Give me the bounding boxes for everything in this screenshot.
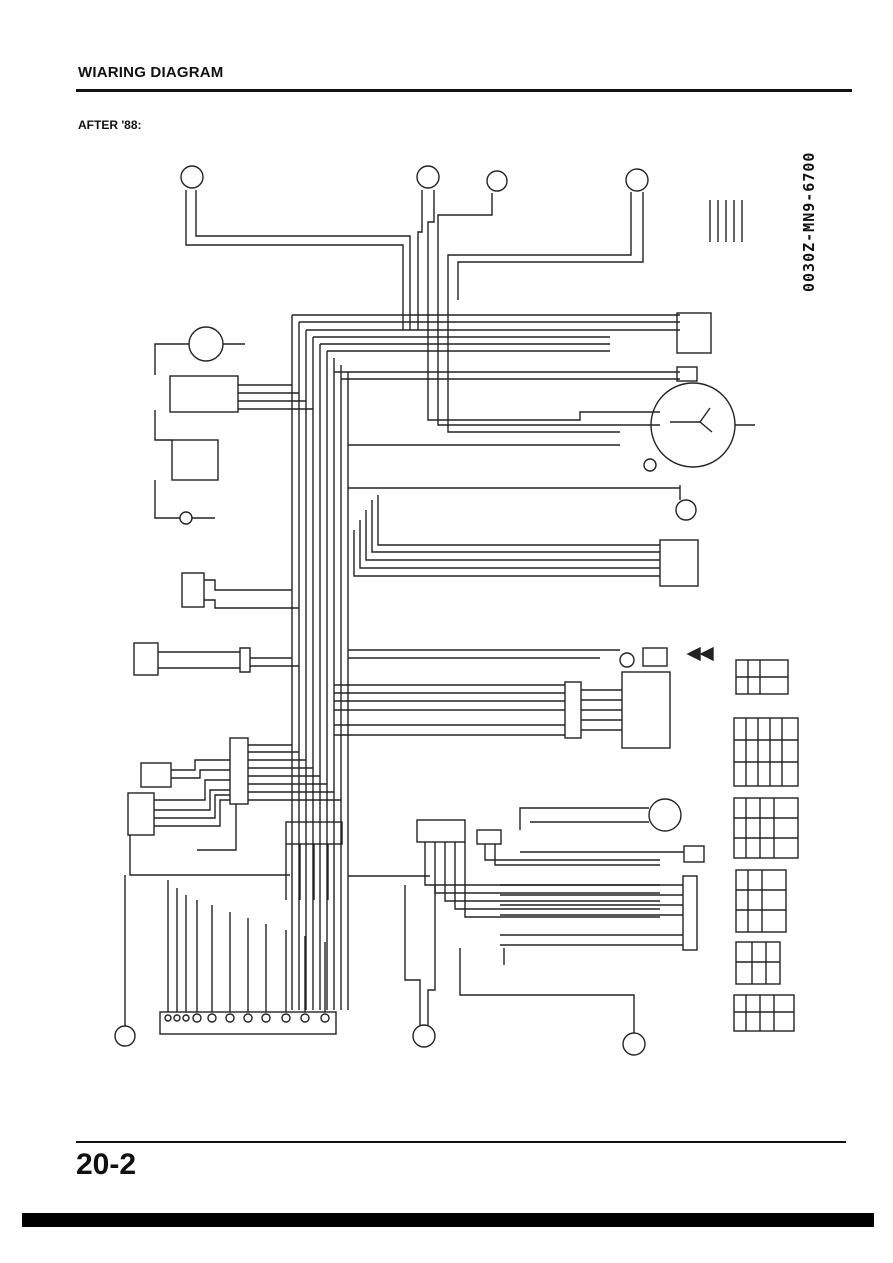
wiring-lines bbox=[114, 165, 799, 1056]
page-subtitle: AFTER '88: bbox=[78, 118, 142, 132]
bottom-bar bbox=[22, 1213, 874, 1227]
page-title: WIARING DIAGRAM bbox=[78, 64, 224, 81]
footer-rule bbox=[76, 1141, 846, 1143]
title-rule bbox=[76, 89, 852, 92]
page-number: 20-2 bbox=[76, 1148, 137, 1181]
document-code: 0030Z-MN9-6700 bbox=[800, 151, 818, 292]
